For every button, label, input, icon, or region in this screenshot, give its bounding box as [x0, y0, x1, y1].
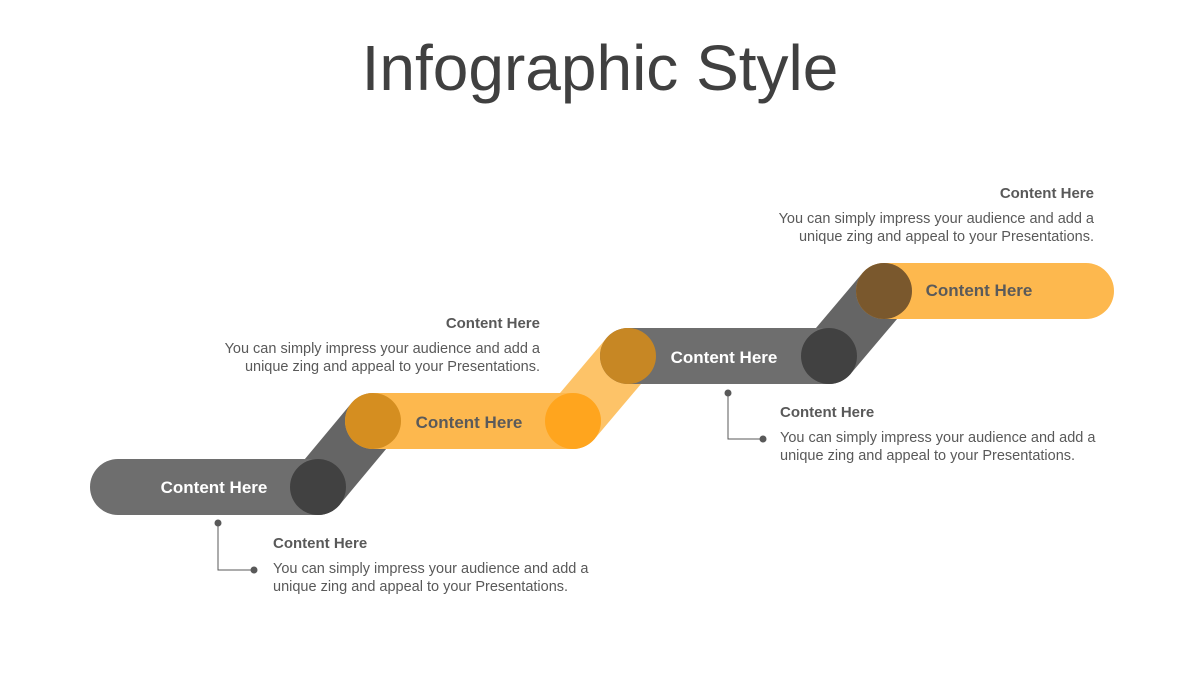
joint-circle-1: [290, 459, 346, 515]
leader-dot-2b: [759, 435, 767, 443]
note-text-line: You can simply impress your audience and…: [778, 211, 1094, 227]
note-step-4: Content Here You can simply impress your…: [724, 185, 1094, 246]
note-step-1: Content Here You can simply impress your…: [273, 535, 633, 596]
step-label-2: Content Here: [415, 413, 523, 432]
leader-dot-1a: [214, 519, 222, 527]
note-text-line: unique zing and appeal to your Presentat…: [273, 579, 569, 595]
note-heading: Content Here: [780, 404, 875, 421]
joint-circle-6: [856, 263, 912, 319]
note-text-line: unique zing and appeal to your Presentat…: [244, 359, 540, 375]
note-step-3: Content Here You can simply impress your…: [780, 404, 1140, 465]
note-text-line: You can simply impress your audience and…: [780, 430, 1096, 446]
note-text-line: You can simply impress your audience and…: [273, 561, 589, 577]
note-text-line: unique zing and appeal to your Presentat…: [798, 229, 1094, 245]
note-step-2: Content Here You can simply impress your…: [170, 315, 540, 376]
step-label-4: Content Here: [925, 281, 1033, 300]
step-label-1: Content Here: [160, 478, 268, 497]
joint-circle-3: [545, 393, 601, 449]
note-heading: Content Here: [273, 535, 368, 552]
step-label-3: Content Here: [670, 348, 778, 367]
leader-line-1: [217, 523, 254, 571]
leader-dot-2a: [724, 389, 732, 397]
leader-dot-1b: [250, 566, 258, 574]
note-text-line: You can simply impress your audience and…: [224, 341, 540, 357]
note-text-line: unique zing and appeal to your Presentat…: [780, 448, 1076, 464]
leader-line-2: [727, 393, 763, 440]
joint-circle-5: [801, 328, 857, 384]
joint-circle-4: [600, 328, 656, 384]
note-heading: Content Here: [445, 315, 540, 332]
slide-title: Infographic Style: [361, 32, 839, 104]
note-heading: Content Here: [999, 185, 1094, 202]
joint-circle-2: [345, 393, 401, 449]
